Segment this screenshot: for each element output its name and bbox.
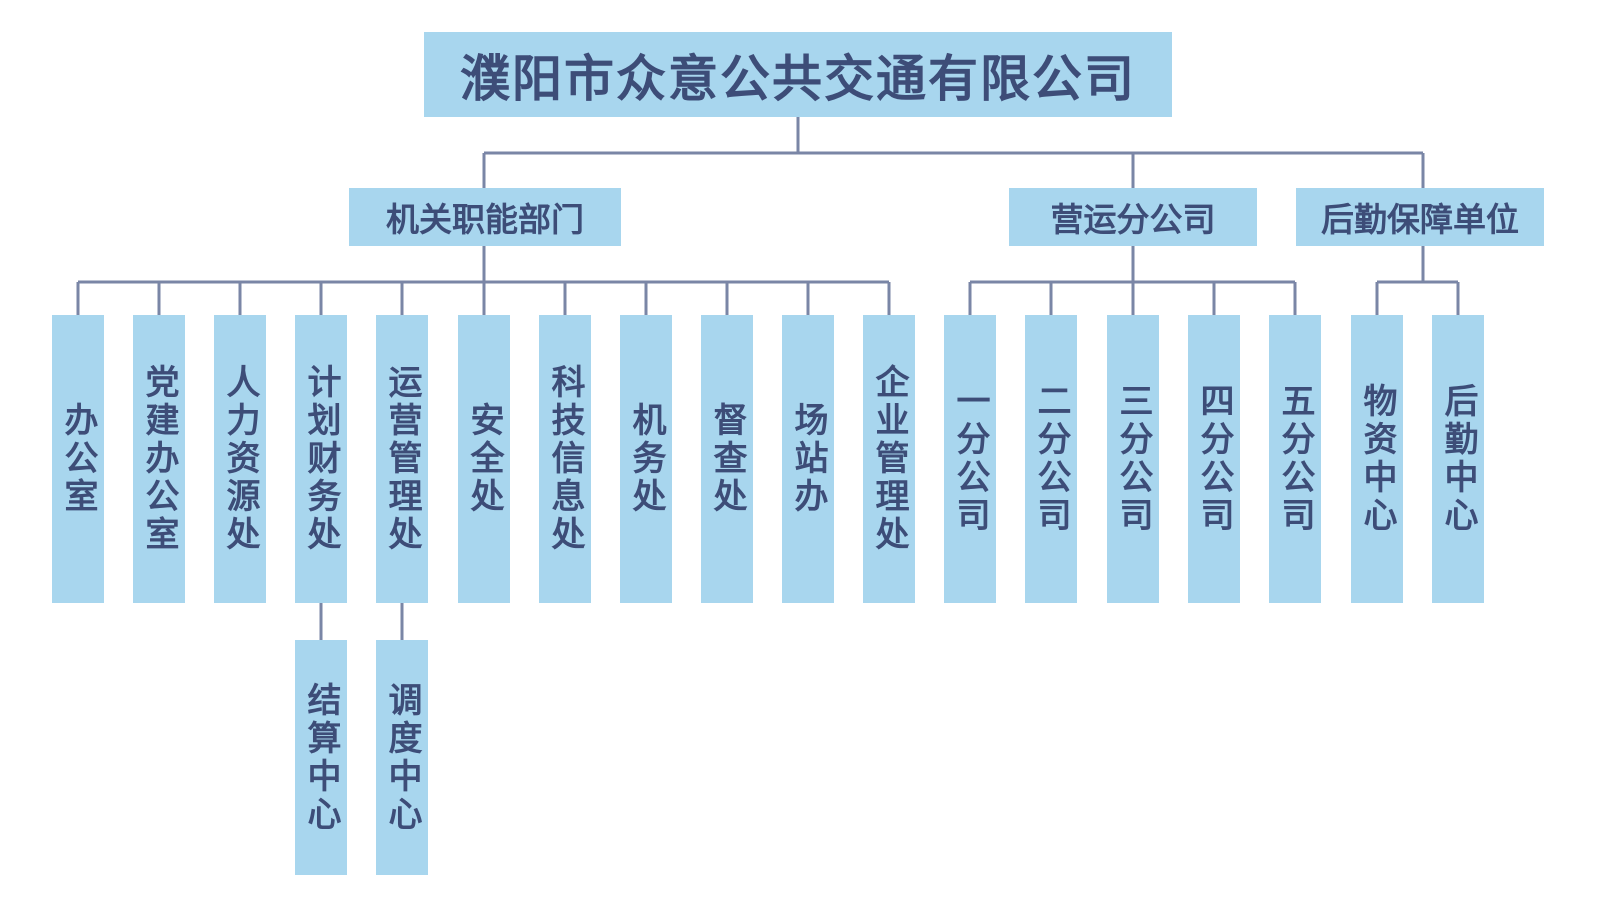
group-box-operating-branches: 营运分公司	[1009, 188, 1257, 246]
sub-box-settlement-center: 结算中心	[295, 640, 347, 875]
root-company-box: 濮阳市众意公共交通有限公司	[424, 32, 1172, 117]
branch-box-fourth: 四分公司	[1188, 315, 1240, 603]
branch-box-second: 二分公司	[1025, 315, 1077, 603]
branch-box-fifth: 五分公司	[1269, 315, 1321, 603]
dept-box-office: 办公室	[52, 315, 104, 603]
dept-box-human-resources: 人力资源处	[214, 315, 266, 603]
dept-box-station-office: 场站办	[782, 315, 834, 603]
group-box-logistics-units: 后勤保障单位	[1296, 188, 1544, 246]
dept-box-planning-finance: 计划财务处	[295, 315, 347, 603]
branch-box-first: 一分公司	[944, 315, 996, 603]
branch-box-third: 三分公司	[1107, 315, 1159, 603]
dept-box-maintenance: 机务处	[620, 315, 672, 603]
dept-box-enterprise-management: 企业管理处	[863, 315, 915, 603]
group-box-admin-departments: 机关职能部门	[349, 188, 621, 246]
dept-box-operations-management: 运营管理处	[376, 315, 428, 603]
dept-box-party-office: 党建办公室	[133, 315, 185, 603]
dept-box-safety: 安全处	[458, 315, 510, 603]
dept-box-inspection: 督查处	[701, 315, 753, 603]
unit-box-logistics-center: 后勤中心	[1432, 315, 1484, 603]
unit-box-materials-center: 物资中心	[1351, 315, 1403, 603]
sub-box-dispatch-center: 调度中心	[376, 640, 428, 875]
dept-box-technology-information: 科技信息处	[539, 315, 591, 603]
